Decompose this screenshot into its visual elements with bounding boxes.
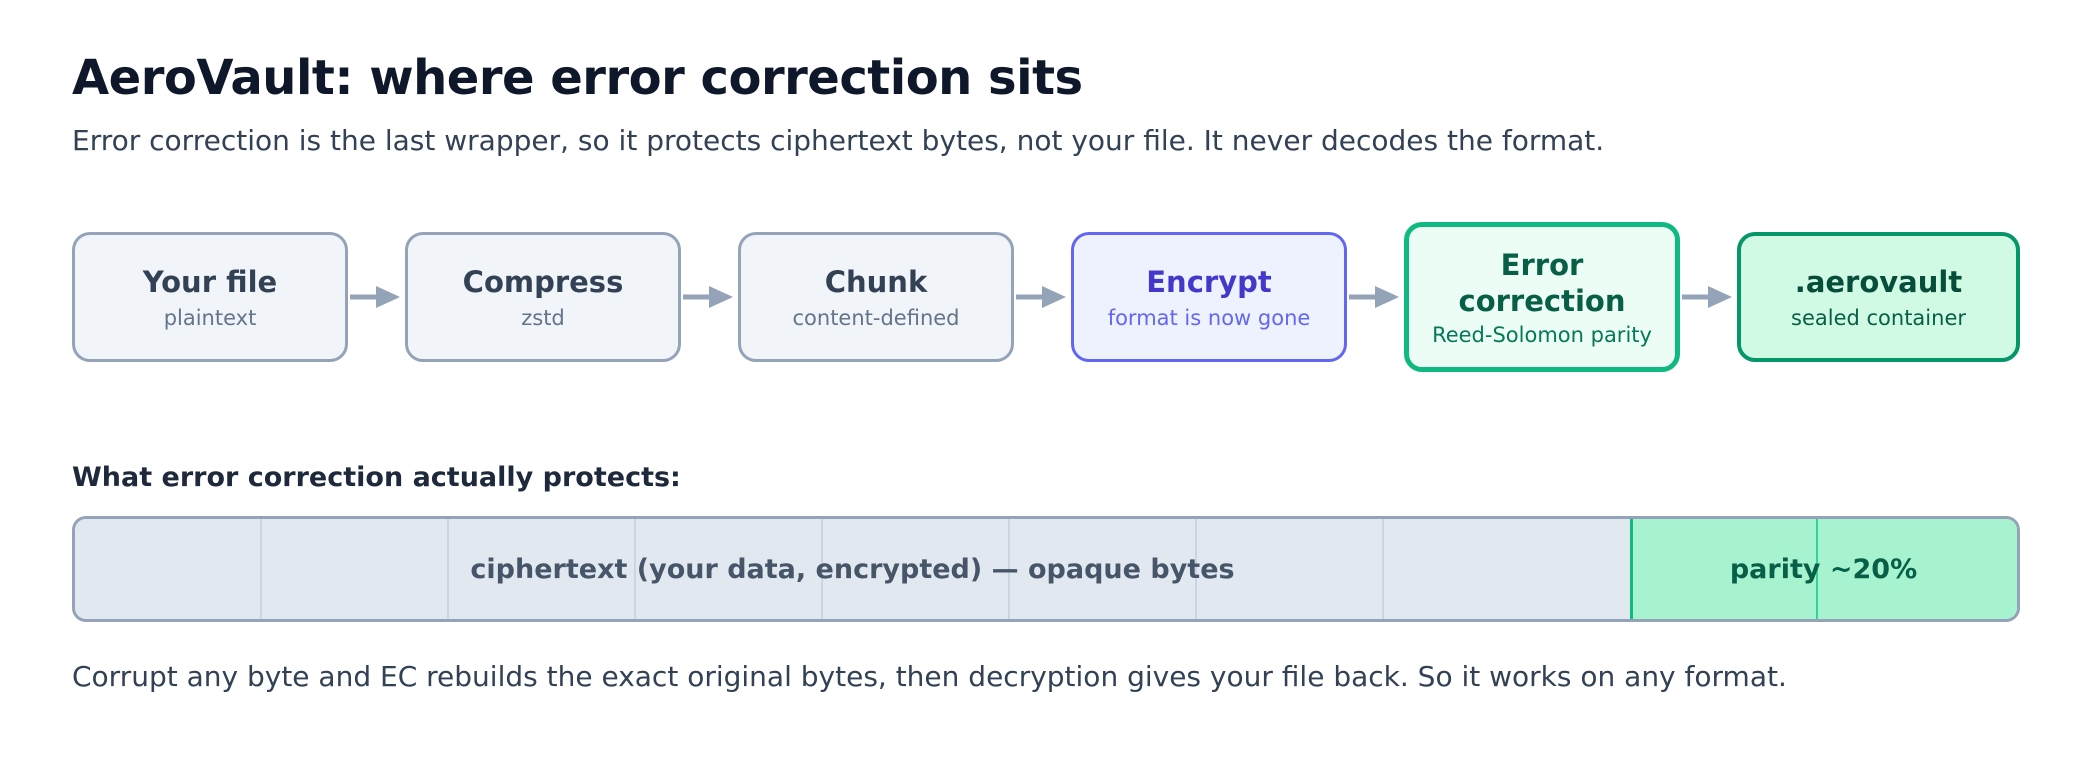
page-title: AeroVault: where error correction sits xyxy=(72,50,1083,106)
stage-name: Encrypt xyxy=(1146,265,1272,299)
right-arrow-icon xyxy=(350,286,400,308)
stage-sub: plaintext xyxy=(163,306,257,330)
stage-sub: content-defined xyxy=(792,306,960,330)
footer-note: Corrupt any byte and EC rebuilds the exa… xyxy=(72,660,1787,693)
block-divider xyxy=(634,519,636,619)
stage-sub: Reed-Solomon parity xyxy=(1432,323,1652,347)
stage-compress: Compress zstd xyxy=(405,232,681,362)
block-divider xyxy=(1008,519,1010,619)
stage-name: Error correction xyxy=(1458,248,1626,318)
right-arrow-icon xyxy=(683,286,733,308)
stage-sub: sealed container xyxy=(1791,306,1966,330)
pipeline-diagram: Your file plaintext Compress zstd Chunk … xyxy=(72,222,2020,372)
right-arrow-icon xyxy=(1682,286,1732,308)
stage-name: Compress xyxy=(462,265,624,299)
stage-aerovault-container: .aerovault sealed container xyxy=(1737,232,2020,362)
parity-label: parity ~20% xyxy=(1729,553,1918,585)
block-divider xyxy=(1382,519,1384,619)
parity-segment xyxy=(1630,519,2017,619)
ciphertext-segment xyxy=(75,519,1630,619)
stage-your-file: Your file plaintext xyxy=(72,232,348,362)
block-divider xyxy=(260,519,262,619)
stage-name: .aerovault xyxy=(1794,265,1963,299)
protects-heading: What error correction actually protects: xyxy=(72,462,681,493)
block-divider xyxy=(447,519,449,619)
right-arrow-icon xyxy=(1349,286,1399,308)
protected-bytes-bar: ciphertext (your data, encrypted) — opaq… xyxy=(72,516,2020,622)
ciphertext-label: ciphertext (your data, encrypted) — opaq… xyxy=(470,553,1235,585)
block-divider xyxy=(1195,519,1197,619)
stage-chunk: Chunk content-defined xyxy=(738,232,1014,362)
page-subtitle: Error correction is the last wrapper, so… xyxy=(72,124,1605,157)
right-arrow-icon xyxy=(1016,286,1066,308)
stage-name: Your file xyxy=(142,265,278,299)
block-divider xyxy=(821,519,823,619)
stage-error-correction: Error correction Reed-Solomon parity xyxy=(1404,222,1680,372)
stage-sub: format is now gone xyxy=(1107,306,1311,330)
stage-sub: zstd xyxy=(521,306,565,330)
block-divider xyxy=(1816,519,1818,619)
stage-name: Chunk xyxy=(824,265,928,299)
stage-encrypt: Encrypt format is now gone xyxy=(1071,232,1347,362)
